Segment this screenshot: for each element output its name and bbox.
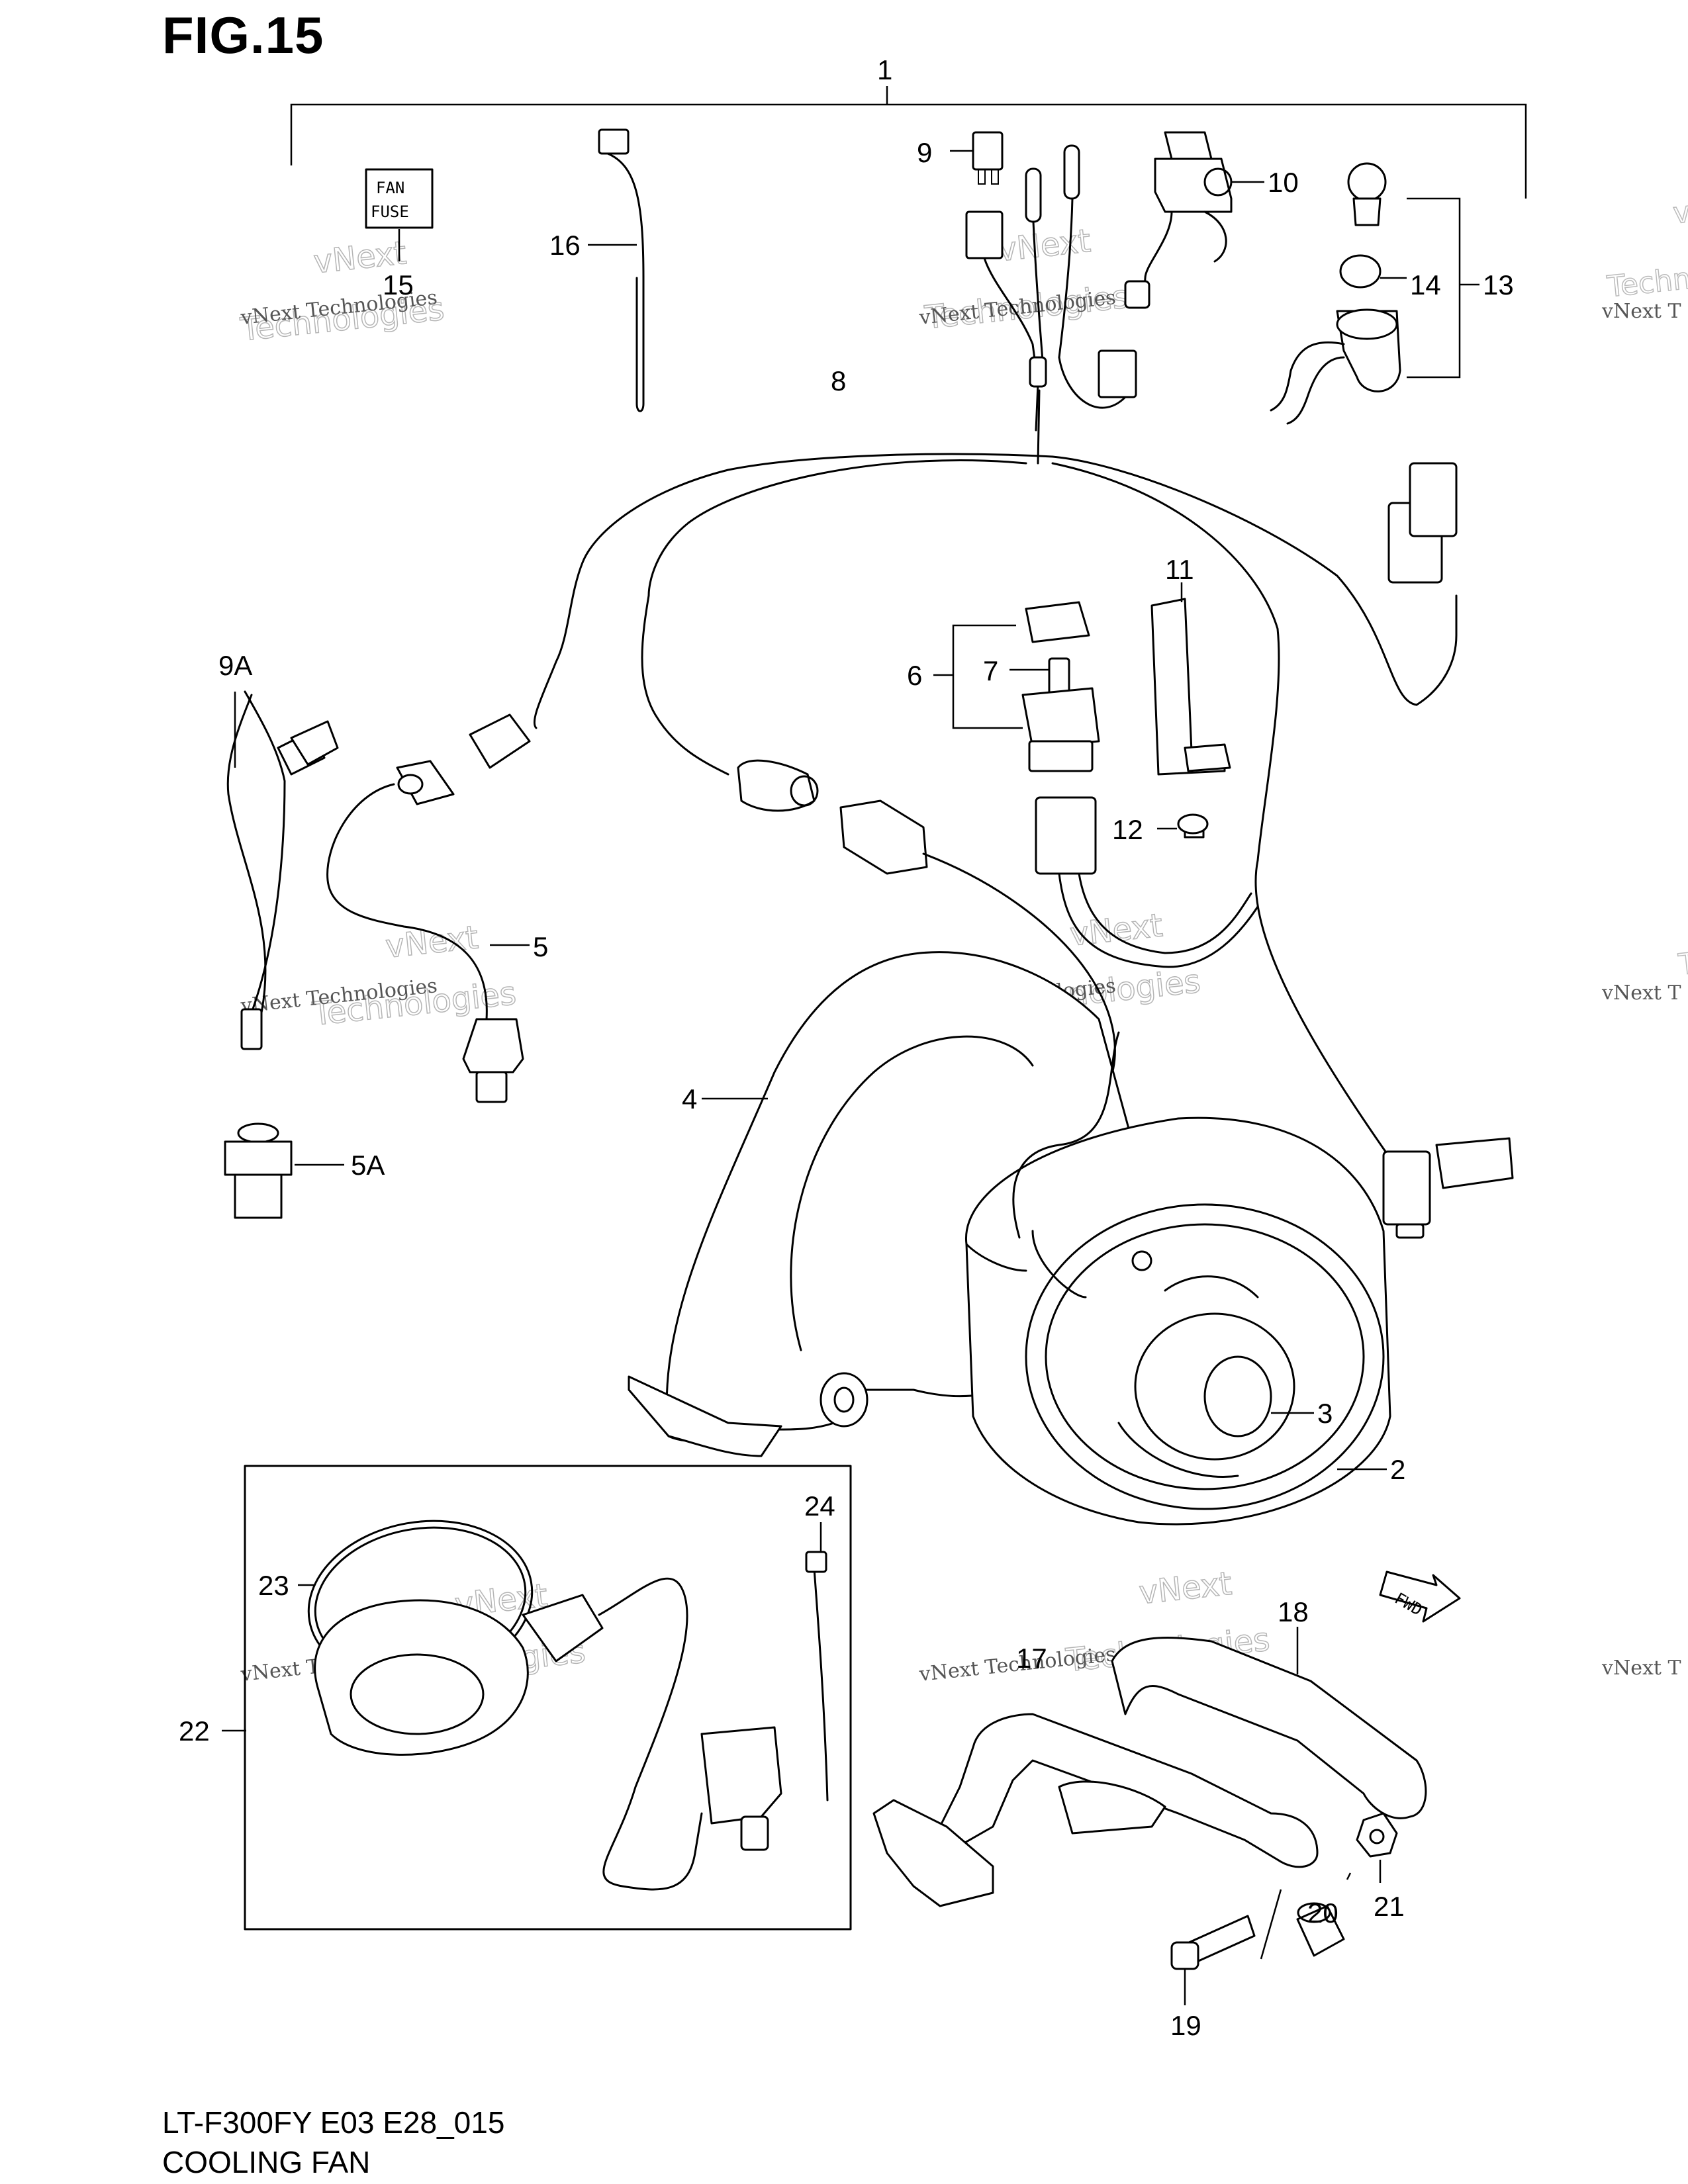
watermark-company-partial: vNext T (1601, 981, 1681, 1005)
main-wiring-harness (533, 453, 1458, 1160)
callout-c7: 7 (983, 655, 998, 686)
sub-harness-part (226, 690, 339, 1050)
callout-c10: 10 (1268, 167, 1299, 198)
relay-bracket-part (1150, 582, 1231, 839)
callout-c12: 12 (1112, 814, 1143, 845)
callout-c9a: 9A (218, 650, 252, 681)
watermark-company-partial: vNext T (1601, 1657, 1681, 1680)
watermark-partial-right-bottom: Techn (1605, 261, 1688, 304)
callout-c24: 24 (804, 1490, 835, 1522)
callout-c4: 4 (682, 1083, 697, 1115)
callout-c1: 1 (877, 54, 892, 85)
callout-c20: 20 (1307, 1897, 1338, 1929)
relay-coupler-part (1035, 796, 1259, 968)
callout-c18: 18 (1278, 1596, 1309, 1627)
cable-tie-part (588, 128, 645, 412)
bolt-19-part (1170, 1915, 1256, 2005)
fan-fuse-label-part: FAN FUSE (365, 168, 434, 261)
watermark-partial-right-top: vNext (1671, 188, 1688, 230)
figure-title: FIG.15 (162, 6, 324, 64)
watermark-word-top: vNext (1137, 1565, 1233, 1612)
callout-c6: 6 (907, 660, 922, 691)
watermark-word-top: vNext (1068, 907, 1164, 953)
callout-c22: 22 (179, 1715, 210, 1747)
fan-mount-bracket-part (872, 1627, 1427, 1907)
fan-thermo-box (222, 1465, 852, 1931)
callout-c2: 2 (1390, 1454, 1405, 1485)
callout-c5a: 5A (351, 1150, 385, 1181)
indicator-lamp-part (1270, 162, 1479, 425)
fuse-label-line1: FAN (376, 179, 404, 197)
callout-c19: 19 (1170, 2010, 1201, 2041)
callout-c21: 21 (1374, 1891, 1405, 1922)
callout-c13: 13 (1483, 269, 1514, 300)
assembly-bracket (290, 86, 1527, 199)
harness-connector-left (469, 713, 1116, 1239)
sensor-5a-part (224, 1122, 344, 1219)
callout-c23: 23 (258, 1570, 289, 1601)
callout-c3: 3 (1317, 1398, 1333, 1429)
section-name: COOLING FAN (162, 2145, 371, 2179)
callout-c15: 15 (383, 269, 414, 300)
collar-20-part (1260, 1872, 1352, 1960)
watermark-company-partial: vNext T (1601, 300, 1681, 323)
relay-part (933, 601, 1100, 772)
model-code: LT-F300FY E03 E28_015 (162, 2105, 505, 2140)
fuse-holder-part (965, 144, 1137, 465)
fan-connector-part (1382, 1137, 1514, 1239)
fuse-part (950, 131, 1004, 185)
callout-c5: 5 (533, 931, 548, 962)
fan-motor-part (965, 1031, 1391, 1525)
callout-c14: 14 (1410, 269, 1441, 300)
callout-c17: 17 (1016, 1643, 1047, 1674)
callout-c11: 11 (1165, 554, 1194, 585)
watermark-partial-right-bottom: Techn (1677, 940, 1688, 982)
nut-21-part (1356, 1812, 1398, 1883)
fuse-label-line2: FUSE (371, 203, 409, 221)
thermo-switch-part (326, 760, 530, 1103)
forward-arrow: FWD (1379, 1570, 1461, 1623)
callout-c8: 8 (831, 365, 846, 396)
switch-part (1124, 131, 1264, 309)
callout-c16: 16 (549, 230, 581, 261)
callout-c9: 9 (917, 137, 932, 168)
watermark-word-top: vNext (996, 222, 1092, 269)
